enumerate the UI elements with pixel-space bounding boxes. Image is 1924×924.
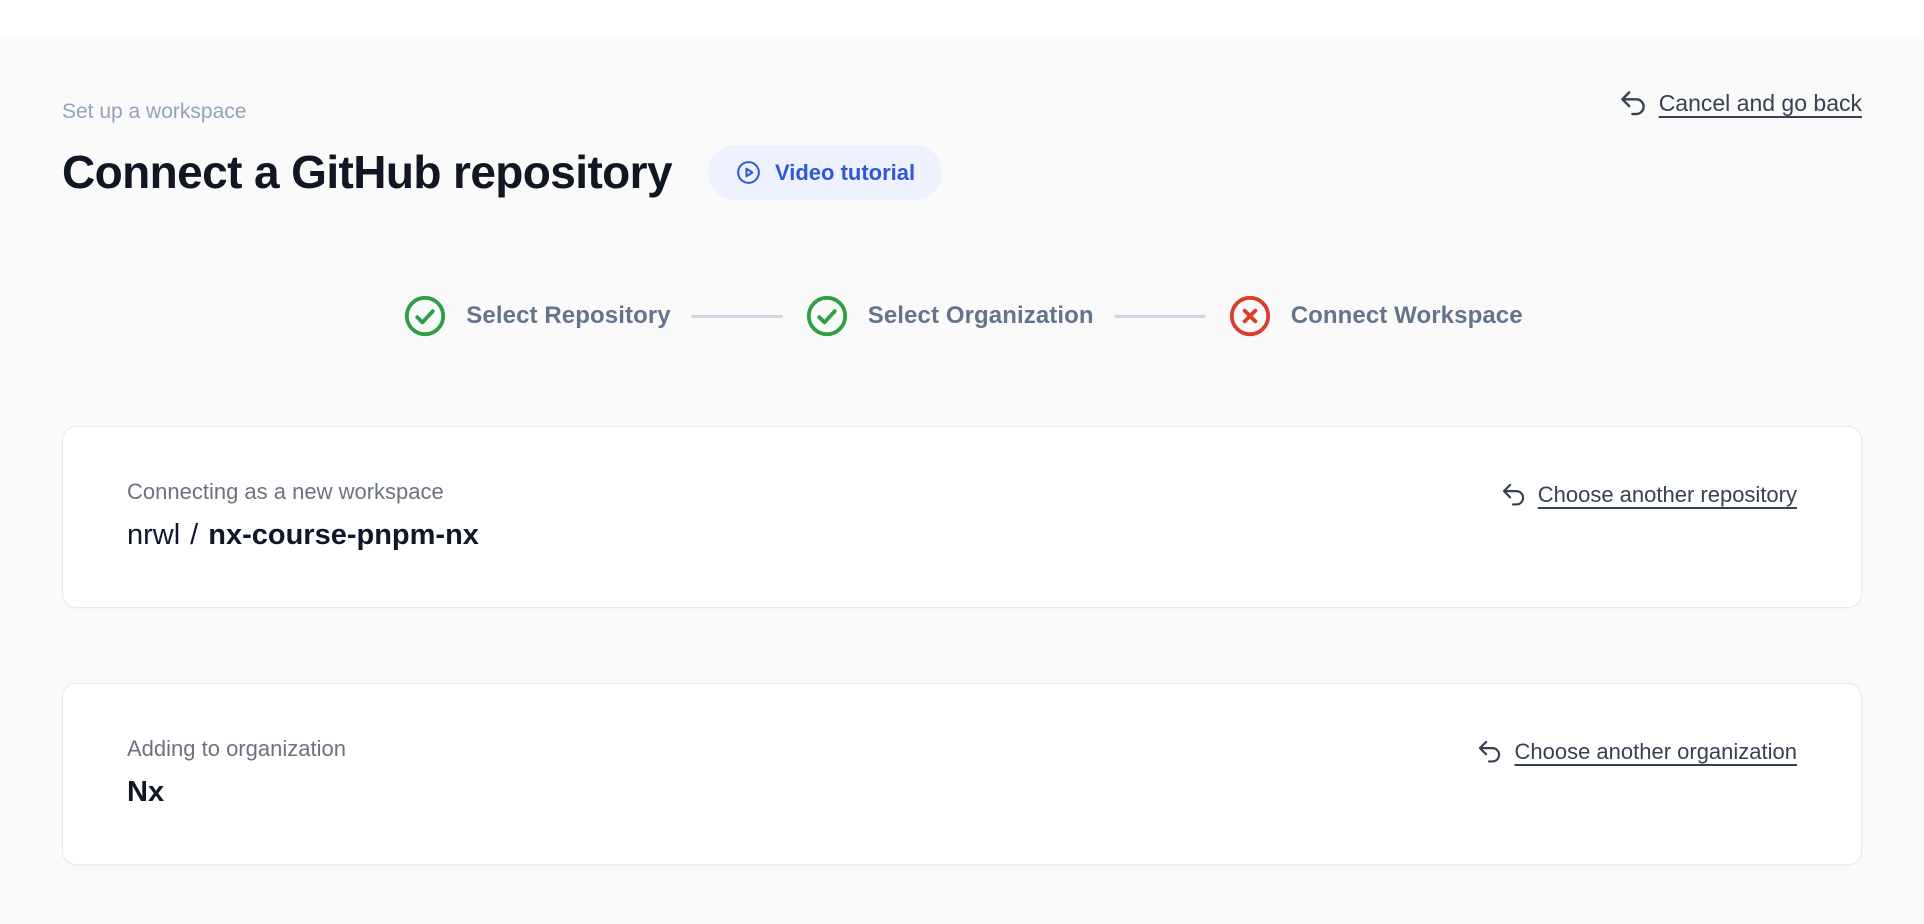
choose-another-organization-link[interactable]: Choose another organization [1476, 738, 1797, 765]
page-header-left: Set up a workspace Connect a GitHub repo… [62, 99, 943, 200]
organization-card-label: Adding to organization [127, 736, 346, 761]
step-connect-workspace: Connect Workspace [1226, 292, 1523, 340]
repository-card: Connecting as a new workspace nrwl / nx-co… [62, 426, 1862, 608]
stepper: Select Repository Select Organization Co… [62, 292, 1862, 340]
step-error-x-icon [1226, 292, 1274, 340]
step-complete-check-icon [803, 292, 851, 340]
play-circle-icon [735, 159, 762, 186]
choose-another-repository-link[interactable]: Choose another repository [1500, 481, 1797, 508]
organization-card-text: Adding to organization Nx [127, 736, 346, 812]
step-label: Select Repository [466, 302, 671, 329]
top-bar [0, 0, 1924, 37]
video-tutorial-button[interactable]: Video tutorial [707, 145, 943, 200]
repository-card-text: Connecting as a new workspace nrwl / nx-co… [127, 479, 479, 555]
organization-name: Nx [127, 776, 165, 808]
heading-line: Connect a GitHub repository Video tutori… [62, 145, 943, 200]
repository-owner: nrwl [127, 519, 181, 551]
repository-separator: / [190, 519, 199, 551]
stepper-connector [1113, 314, 1206, 318]
video-tutorial-label: Video tutorial [774, 159, 916, 185]
connect-repository-page: Set up a workspace Connect a GitHub repo… [0, 90, 1924, 865]
page-title: Connect a GitHub repository [62, 146, 673, 198]
cancel-and-go-back-label: Cancel and go back [1658, 89, 1862, 116]
organization-card: Adding to organization Nx Choose another… [62, 683, 1862, 865]
cancel-and-go-back-link[interactable]: Cancel and go back [1618, 88, 1862, 118]
step-label: Select Organization [867, 302, 1094, 329]
step-label: Connect Workspace [1290, 302, 1523, 329]
page-header: Set up a workspace Connect a GitHub repo… [62, 90, 1862, 200]
selection-summary: Connecting as a new workspace nrwl / nx-co… [62, 426, 1862, 865]
undo-arrow-icon [1618, 88, 1648, 118]
repository-name: nrwl / nx-course-pnpm-nx [127, 515, 479, 555]
eyebrow-label: Set up a workspace [62, 100, 247, 123]
repository-slug: nx-course-pnpm-nx [208, 519, 479, 551]
stepper-connector [690, 314, 783, 318]
step-select-repository: Select Repository [401, 292, 671, 340]
repository-card-label: Connecting as a new workspace [127, 479, 444, 504]
undo-arrow-icon [1476, 738, 1503, 765]
step-complete-check-icon [401, 292, 449, 340]
choose-another-repository-label: Choose another repository [1537, 481, 1797, 507]
undo-arrow-icon [1500, 481, 1527, 508]
choose-another-organization-label: Choose another organization [1514, 738, 1797, 764]
step-select-organization: Select Organization [803, 292, 1094, 340]
